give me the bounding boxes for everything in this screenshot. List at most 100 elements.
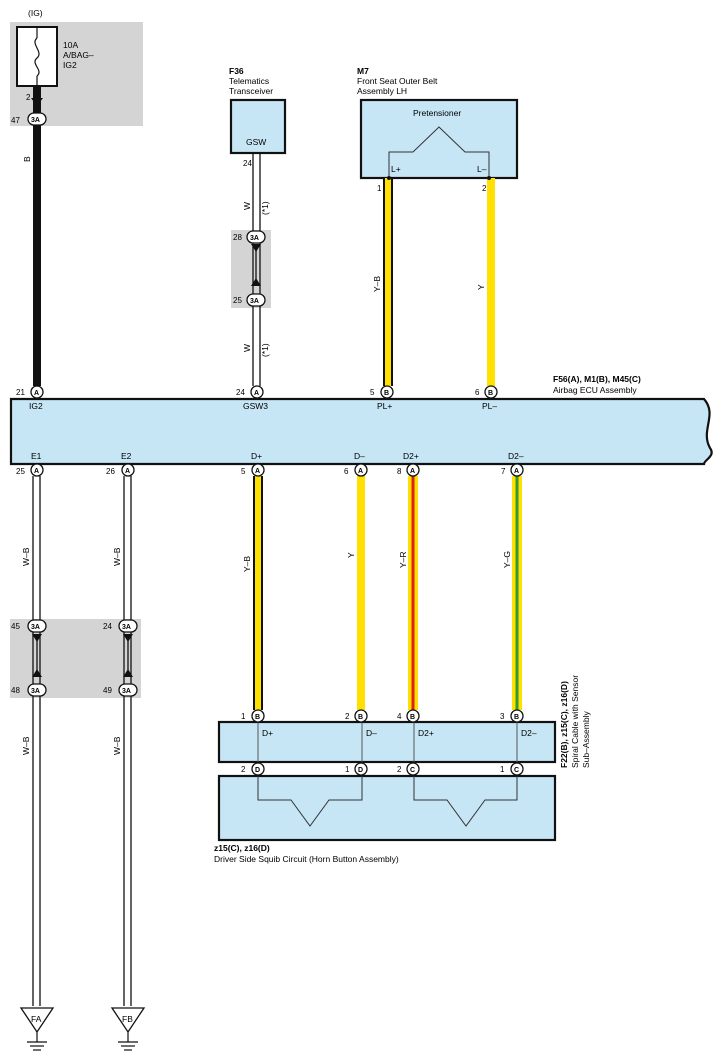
spiral-bottom-connector-4: C: [510, 762, 524, 776]
ecu-bottom-connector-e1: A: [30, 463, 44, 477]
squib-name: Driver Side Squib Circuit (Horn Button A…: [214, 854, 399, 864]
svg-text:3A: 3A: [31, 624, 40, 631]
spiral-code: F22(B), z15(C), z16(D): [559, 681, 569, 768]
telematics-name-1: Telematics: [229, 76, 269, 86]
svg-text:A: A: [254, 390, 259, 397]
junction-gsw-top: 3A: [246, 230, 266, 244]
ecu-bottom-connector-d2-minus: A: [510, 463, 524, 477]
ecu-bottom-pin-6-name: D2–: [508, 451, 524, 461]
spiral-top-pin-1-name: D+: [262, 728, 273, 738]
ecu-top-pin-2-num: 24: [236, 388, 245, 397]
ecu-bottom-pin-2-num: 26: [106, 467, 115, 476]
ecu-top-pin-4-num: 6: [475, 388, 480, 397]
spiral-top-pin-4-name: D2–: [521, 728, 537, 738]
wire-pl-minus-color: Y: [476, 284, 486, 290]
ecu-top-pin-3-num: 5: [370, 388, 375, 397]
ecu-top-connector-ig2: A: [30, 385, 44, 399]
spiral-bottom-connector-3: C: [406, 762, 420, 776]
ecu-bottom-pin-1-num: 25: [16, 467, 25, 476]
pretensioner-pin-lp: L+: [391, 164, 401, 174]
spiral-bottom-connector-1: D: [251, 762, 265, 776]
power-label: (IG): [28, 8, 43, 18]
wire-d2-plus-color: Y–R: [398, 551, 408, 568]
pretensioner-name-2: Assembly LH: [357, 86, 407, 96]
svg-text:B: B: [255, 714, 260, 721]
svg-text:B: B: [410, 714, 415, 721]
svg-text:A: A: [255, 468, 260, 475]
wire-gsw-upper-note: (*1): [260, 201, 270, 215]
svg-text:3A: 3A: [31, 688, 40, 695]
ecu-top-pin-1-num: 21: [16, 388, 25, 397]
wire-e1-lower-color: W–B: [21, 736, 31, 755]
telematics-name-2: Transceiver: [229, 86, 273, 96]
spiral-top-pin-4-num: 3: [500, 712, 505, 721]
spiral-bottom-pin-1-num: 2: [241, 765, 246, 774]
svg-text:A: A: [410, 468, 415, 475]
wire-e2-lower-color: W–B: [112, 736, 122, 755]
ecu-code: F56(A), M1(B), M45(C): [553, 374, 641, 384]
svg-text:FA: FA: [31, 1014, 42, 1024]
spiral-top-connector-3: B: [406, 709, 420, 723]
chevron-down-icon: [31, 98, 43, 106]
svg-text:C: C: [514, 767, 519, 774]
junction-gsw-top-num: 28: [233, 233, 242, 242]
ecu-bottom-pin-6-num: 7: [501, 467, 506, 476]
ecu-top-connector-pl-minus: B: [484, 385, 498, 399]
ecu-bottom-pin-4-name: D–: [354, 451, 365, 461]
fuse-name-2: IG2: [63, 60, 77, 70]
junction-e1-top: 3A: [27, 619, 47, 633]
ecu-bottom-pin-3-name: D+: [251, 451, 262, 461]
wire-gsw-upper-color: W: [242, 202, 252, 210]
airbag-ecu-box: [9, 397, 713, 466]
telematics-pin-name: GSW: [246, 137, 266, 147]
wire-e2-upper-color: W–B: [112, 547, 122, 566]
fuse-name-1: A/BAG–: [63, 50, 94, 60]
ecu-top-pin-3-name: PL+: [377, 401, 392, 411]
junction-e2-top-num: 24: [103, 622, 112, 631]
svg-text:B: B: [488, 390, 493, 397]
svg-text:A: A: [514, 468, 519, 475]
ecu-bottom-connector-d2-plus: A: [406, 463, 420, 477]
svg-text:3A: 3A: [250, 298, 259, 305]
wire-gsw-lower-note: (*1): [260, 343, 270, 357]
junction-e1-top-num: 45: [11, 622, 20, 631]
pretensioner-pin-2: 2: [482, 184, 487, 193]
junction-e1-bottom-num: 48: [11, 686, 20, 695]
svg-text:A: A: [34, 390, 39, 397]
wire-e1: [32, 476, 41, 1006]
pretensioner-name-1: Front Seat Outer Belt: [357, 76, 438, 86]
svg-text:3A: 3A: [250, 235, 259, 242]
ecu-top-pin-4-name: PL–: [482, 401, 497, 411]
spiral-top-connector-4: B: [510, 709, 524, 723]
junction-e2-bottom: 3A: [118, 683, 138, 697]
svg-text:A: A: [125, 468, 130, 475]
ecu-bottom-pin-5-num: 8: [397, 467, 402, 476]
junction-ig2: 3A: [27, 112, 47, 126]
chevron-down-icon: [123, 634, 133, 642]
squib-code: z15(C), z16(D): [214, 843, 270, 853]
spiral-top-pin-3-name: D2+: [418, 728, 434, 738]
ecu-bottom-pin-1-name: E1: [31, 451, 42, 461]
spiral-top-connector-1: B: [251, 709, 265, 723]
ecu-bottom-pin-3-num: 5: [241, 467, 246, 476]
ecu-name: Airbag ECU Assembly: [553, 385, 637, 395]
wire-e1-upper-color: W–B: [21, 547, 31, 566]
wire-pl-plus: [383, 178, 393, 386]
junction-gsw-bottom-num: 25: [233, 296, 242, 305]
telematics-code: F36: [229, 66, 244, 76]
ecu-bottom-connector-e2: A: [121, 463, 135, 477]
svg-text:3A: 3A: [31, 117, 40, 124]
pretensioner-pin-1: 1: [377, 184, 382, 193]
spiral-top-connector-2: B: [354, 709, 368, 723]
spiral-top-pin-3-num: 4: [397, 712, 402, 721]
ecu-bottom-pin-5-name: D2+: [403, 451, 419, 461]
wire-d-minus: [357, 476, 365, 710]
pretensioner-pin-lm: L–: [477, 164, 487, 174]
telematics-transceiver-box: [229, 98, 287, 155]
junction-e2-top: 3A: [118, 619, 138, 633]
wire-d2-minus-color: Y–G: [502, 551, 512, 568]
wire-gsw-lower-color: W: [242, 344, 252, 352]
pretensioner-label: Pretensioner: [413, 108, 461, 118]
wire-d-plus-color: Y–B: [242, 556, 252, 572]
ground-fa-icon: FA: [19, 1007, 55, 1051]
